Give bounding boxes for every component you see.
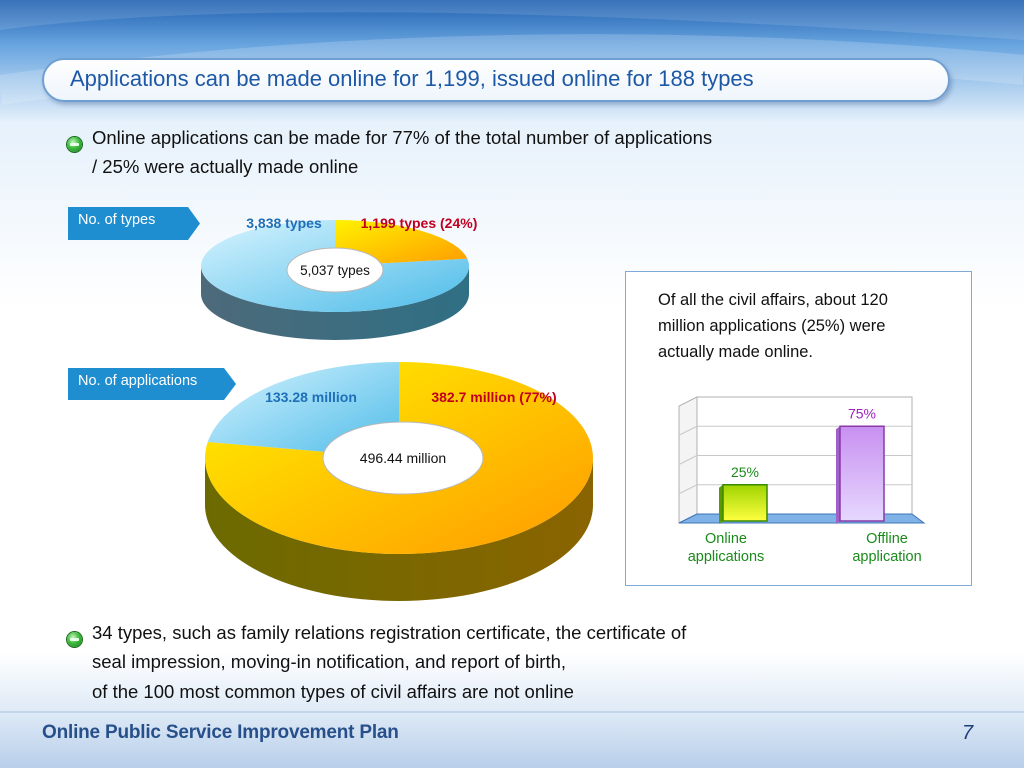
info-line-1: Of all the civil affairs, about 120 (658, 291, 888, 309)
info-line-2: million applications (25%) were (658, 317, 886, 335)
applications-total-oval (322, 421, 484, 495)
bar-1 (839, 425, 885, 522)
applications-tag-label: No. of applications (78, 373, 198, 389)
footer-title: Online Public Service Improvement Plan (42, 722, 399, 743)
bullet-icon (67, 632, 82, 647)
bar-side-1 (836, 426, 840, 524)
bar-chart-frame (678, 396, 926, 524)
types-tag-label: No. of types (78, 212, 156, 228)
title-banner (42, 58, 950, 102)
bar-chart-marks: 25% Online applications 75% Offline applicati… (688, 405, 922, 565)
types-online-label: 3,838 types (246, 215, 322, 231)
bullet-2-line-3: of the 100 most common types of civil af… (92, 681, 574, 702)
bullet-1-line-1: Online applications can be made for 77% … (92, 127, 713, 148)
bar-chart-gridline-side-1 (678, 455, 698, 465)
bullet-2-line-1: 34 types, such as family relations regis… (92, 622, 687, 643)
bullet-icon (67, 137, 82, 152)
types-total-oval (286, 247, 384, 293)
info-line-3: actually made online. (658, 343, 814, 361)
page-title: Applications can be made online for 1,19… (70, 66, 754, 91)
bullet-2-line-2: seal impression, moving-in notification,… (92, 651, 567, 672)
bar-value-label-0: 25% (731, 464, 759, 480)
bar-category-label-0-1: applications (688, 549, 765, 565)
bar-chart-gridline-side-2 (678, 425, 698, 436)
bar-category-label-1-0: Offline (866, 531, 908, 547)
bullet-1-line-2: / 25% were actually made online (92, 156, 359, 177)
slide-number: 7 (962, 722, 974, 744)
bar-category-label-1-1: application (852, 549, 921, 565)
types-pie-side (201, 266, 469, 340)
applications-total-label: 496.44 million (360, 450, 446, 466)
types-total-label: 5,037 types (300, 263, 370, 278)
types-offline-label: 1,199 types (24%) (361, 215, 478, 231)
bar-value-label-1: 75% (848, 405, 876, 421)
bar-0 (722, 484, 768, 522)
applications-offline-label: 382.7 million (77%) (431, 389, 556, 405)
applications-pie-side (205, 458, 593, 601)
applications-online-label: 133.28 million (265, 389, 357, 405)
bar-chart-floor (678, 513, 926, 524)
bar-category-label-0-0: Online (705, 531, 747, 547)
bar-chart-gridline-side-0 (678, 484, 698, 495)
bar-side-0 (719, 484, 723, 524)
